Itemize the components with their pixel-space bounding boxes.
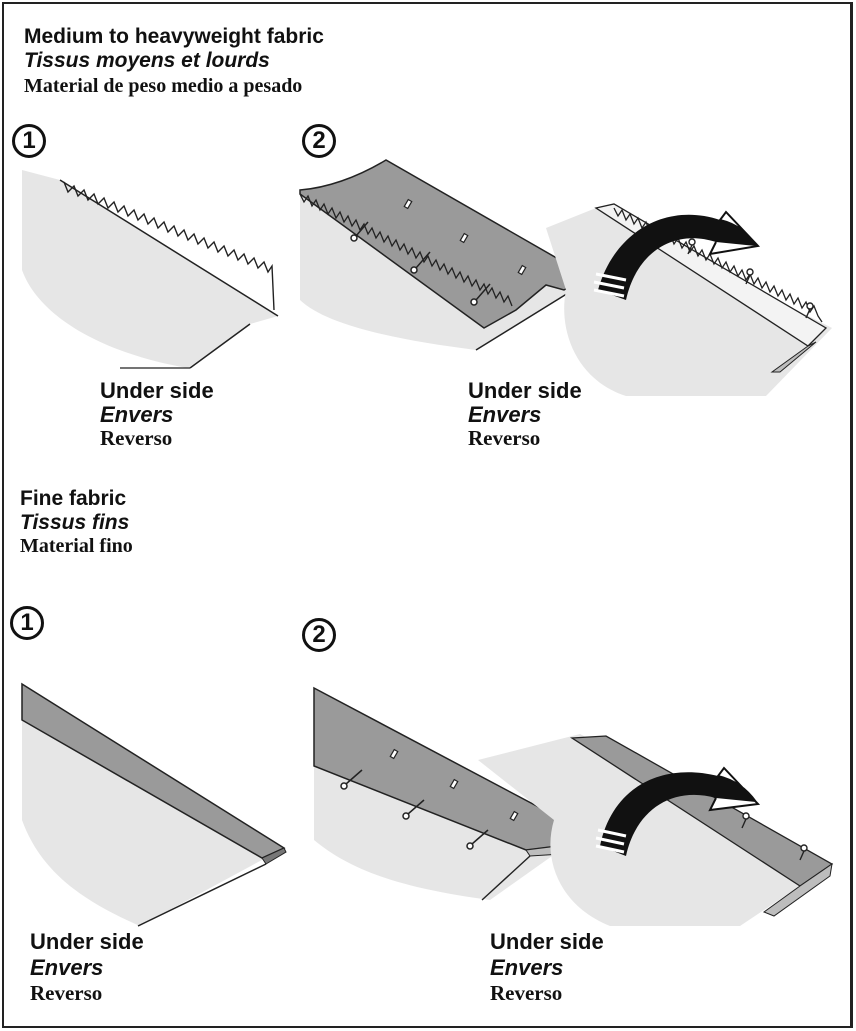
zigzag-stitch — [63, 181, 275, 311]
curved-arrow-icon — [595, 766, 761, 856]
section-title-es: Material fino — [20, 535, 133, 557]
under-side-label-fr: Envers — [100, 402, 174, 427]
under-side-label-fr: Envers — [30, 955, 104, 980]
under-side-label-fr: Envers — [490, 955, 564, 980]
section-title-en: Fine fabric — [20, 487, 127, 510]
under-side-label-en: Under side — [468, 378, 582, 403]
fabric-zigzag-illustration — [22, 170, 279, 369]
curved-arrow-icon — [593, 210, 761, 300]
under-side-label-es: Reverso — [468, 426, 541, 450]
section-title-es: Material de peso medio a pesado — [24, 75, 303, 97]
zigzag-stitch — [299, 193, 513, 307]
under-side-label-es: Reverso — [100, 426, 173, 450]
fabric-fold-pin-illustration — [299, 159, 832, 396]
pin-icon — [340, 769, 489, 850]
section-title-en: Medium to heavyweight fabric — [24, 25, 324, 48]
fabric-hem-illustration — [21, 682, 287, 927]
under-side-label-es: Reverso — [30, 981, 103, 1005]
pin-icon — [687, 238, 814, 319]
under-side-label-fr: Envers — [468, 402, 542, 427]
under-side-label-es: Reverso — [490, 981, 563, 1005]
step-2-badge: 2 — [302, 124, 336, 158]
under-side-label-en: Under side — [30, 929, 144, 954]
section-title-fr: Tissus moyens et lourds — [24, 49, 270, 72]
step-2-badge: 2 — [302, 618, 336, 652]
step-1-badge: 1 — [12, 124, 46, 158]
step-1-badge: 1 — [10, 606, 44, 640]
under-side-label-en: Under side — [100, 378, 214, 403]
fabric-fine-fold-pin-illustration — [313, 686, 834, 926]
section-title-fr: Tissus fins — [20, 511, 130, 534]
pin-icon — [350, 221, 491, 306]
under-side-label-en: Under side — [490, 929, 604, 954]
